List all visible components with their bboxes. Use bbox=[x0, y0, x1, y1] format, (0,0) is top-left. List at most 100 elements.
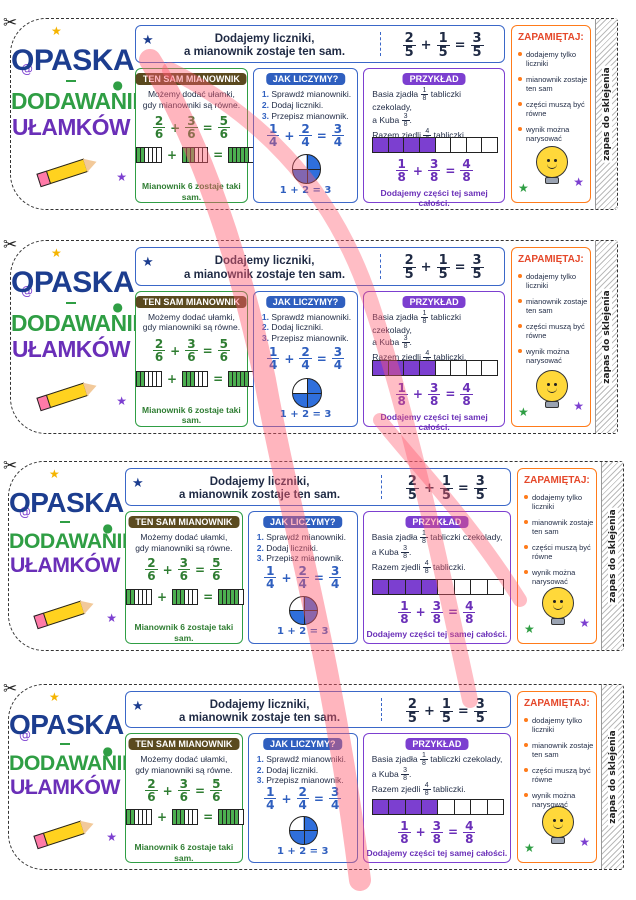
dot-icon: ● bbox=[102, 744, 113, 758]
bar-segment bbox=[145, 148, 149, 163]
how-to-header: JAK LICZYMY? bbox=[262, 516, 343, 528]
remember-item: mianownik zostaje ten sam bbox=[518, 75, 588, 93]
star-icon: ★ bbox=[579, 835, 590, 849]
same-denominator-note: Mianownik 6 zostaje taki sam. bbox=[134, 841, 234, 863]
how-to-step: 3. Przepisz mianownik. bbox=[256, 775, 344, 786]
how-to-step: 1. Sprawdź mianowniki. bbox=[261, 89, 352, 100]
remember-item: wynik można narysować bbox=[524, 568, 594, 586]
bar-segment bbox=[147, 590, 151, 605]
bar-segment bbox=[137, 148, 141, 163]
bar-segment bbox=[145, 371, 149, 386]
cut-line-frame: ★ @ OPASKA DODAWANIE UŁAMKÓW ★ ● ★ Dodaj… bbox=[10, 240, 618, 434]
same-denominator-text: Możemy dodać ułamki, gdy mianowniki są r… bbox=[142, 311, 241, 333]
glue-margin: zapas do sklejenia bbox=[601, 462, 623, 650]
same-denominator-note: Mianownik 6 zostaje taki sam. bbox=[134, 622, 234, 643]
pencil-icon bbox=[36, 152, 101, 190]
chocolate-bar-icon bbox=[372, 136, 498, 153]
title-line-2: DODAWANIE bbox=[9, 751, 136, 776]
same-denominator-text: Możemy dodać ułamki, gdy mianowniki są r… bbox=[135, 754, 233, 775]
bar-segment bbox=[139, 810, 143, 825]
rule-text-line-1: Dodajemy liczniki, bbox=[209, 698, 310, 711]
chocolate-segment bbox=[488, 580, 503, 594]
remember-header: ZAPAMIĘTAJ: bbox=[518, 254, 584, 265]
scissors-icon: ✂ bbox=[3, 235, 18, 255]
chocolate-segment bbox=[467, 360, 483, 375]
bar-segment bbox=[157, 148, 161, 163]
how-to-sum: 1 + 2 = 3 bbox=[276, 845, 329, 857]
bar-segment bbox=[193, 590, 198, 605]
bar-segment bbox=[187, 371, 192, 386]
how-to-steps: 1. Sprawdź mianowniki. 2. Dodaj liczniki… bbox=[257, 754, 346, 786]
banner-separator bbox=[380, 32, 382, 57]
bar-segment bbox=[177, 590, 182, 605]
rule-text-line-2: a mianownik zostaje ten sam. bbox=[184, 46, 346, 59]
bar-segment bbox=[157, 371, 161, 386]
how-to-step: 2. Dodaj liczniki. bbox=[261, 322, 324, 333]
same-denominator-panel: TEN SAM MIANOWNIK Możemy dodać ułamki, g… bbox=[135, 290, 255, 427]
remember-item: wynik można narysować bbox=[518, 347, 588, 365]
bar-c bbox=[228, 370, 255, 387]
chocolate-segment bbox=[451, 360, 467, 375]
same-denominator-header: TEN SAM MIANOWNIK bbox=[135, 73, 247, 86]
bar-segment bbox=[149, 371, 153, 386]
cut-line-frame: ★ @ OPASKA DODAWANIE UŁAMKÓW ★ ● ★ Dodaj… bbox=[8, 461, 624, 651]
chocolate-segment bbox=[482, 361, 497, 375]
bar-a bbox=[136, 147, 162, 164]
star-icon: ★ bbox=[49, 467, 60, 481]
remember-panel: ZAPAMIĘTAJ: dodajemy tylko liczniki mian… bbox=[511, 247, 591, 427]
bar-segment bbox=[173, 810, 178, 825]
title-line-3: UŁAMKÓW bbox=[10, 775, 120, 800]
how-to-sum: 1 + 2 = 3 bbox=[279, 408, 332, 420]
bar-segment bbox=[223, 810, 228, 825]
example-note: Dodajemy części tej samej całości. bbox=[366, 629, 508, 640]
star-icon: ★ bbox=[573, 399, 584, 413]
swirl-icon: @ bbox=[21, 284, 33, 298]
bar-a bbox=[126, 809, 152, 826]
same-denominator-panel: TEN SAM MIANOWNIK Możemy dodać ułamki, g… bbox=[135, 68, 255, 203]
same-denominator-bars: += bbox=[136, 370, 255, 387]
bar-segment bbox=[223, 590, 228, 605]
star-icon: ★ bbox=[573, 175, 584, 189]
how-to-sum: 1 + 2 = 3 bbox=[279, 185, 332, 197]
rule-text-line-2: a mianownik zostaje ten sam. bbox=[184, 268, 346, 281]
title-dash bbox=[60, 743, 70, 746]
how-to-step: 3. Przepisz mianownik. bbox=[261, 110, 349, 121]
title-panel: ★ @ OPASKA DODAWANIE UŁAMKÓW ★ ● bbox=[9, 685, 136, 869]
bar-segment bbox=[177, 810, 182, 825]
bookmark-strip-4: ✂ ★ @ OPASKA DODAWANIE UŁAMKÓW ★ ● ★ Dod… bbox=[0, 678, 636, 874]
bar-segment bbox=[153, 148, 157, 163]
chocolate-segment bbox=[405, 800, 422, 815]
bar-segment bbox=[229, 148, 234, 163]
bar-segment bbox=[153, 371, 157, 386]
star-icon: ★ bbox=[116, 170, 127, 184]
title-line-2: DODAWANIE bbox=[11, 87, 148, 114]
bar-segment bbox=[233, 148, 238, 163]
title-line-1: OPASKA bbox=[11, 43, 135, 77]
chocolate-segment bbox=[436, 360, 452, 375]
bar-segment bbox=[249, 148, 254, 163]
pie-chart-icon bbox=[291, 377, 322, 408]
how-to-panel: JAK LICZYMY? 1. Sprawdź mianowniki. 2. D… bbox=[247, 733, 358, 863]
remember-item: wynik można narysować bbox=[524, 791, 594, 809]
bar-segment bbox=[181, 590, 186, 605]
swirl-icon: @ bbox=[19, 728, 31, 742]
bar-segment bbox=[199, 148, 204, 163]
remember-item: mianownik zostaje ten sam bbox=[524, 741, 594, 759]
how-to-step: 3. Przepisz mianownik. bbox=[256, 553, 344, 564]
remember-item: części muszą być równe bbox=[524, 766, 594, 784]
bar-segment bbox=[191, 371, 196, 386]
glue-label: zapas do sklejenia bbox=[607, 728, 618, 826]
remember-list: dodajemy tylko liczniki mianownik zostaj… bbox=[518, 50, 588, 150]
bar-segment bbox=[143, 590, 147, 605]
bar-b bbox=[182, 370, 209, 387]
chocolate-segment bbox=[404, 137, 421, 152]
same-denominator-text: Możemy dodać ułamki, gdy mianowniki są r… bbox=[135, 532, 233, 553]
bar-segment bbox=[195, 371, 200, 386]
